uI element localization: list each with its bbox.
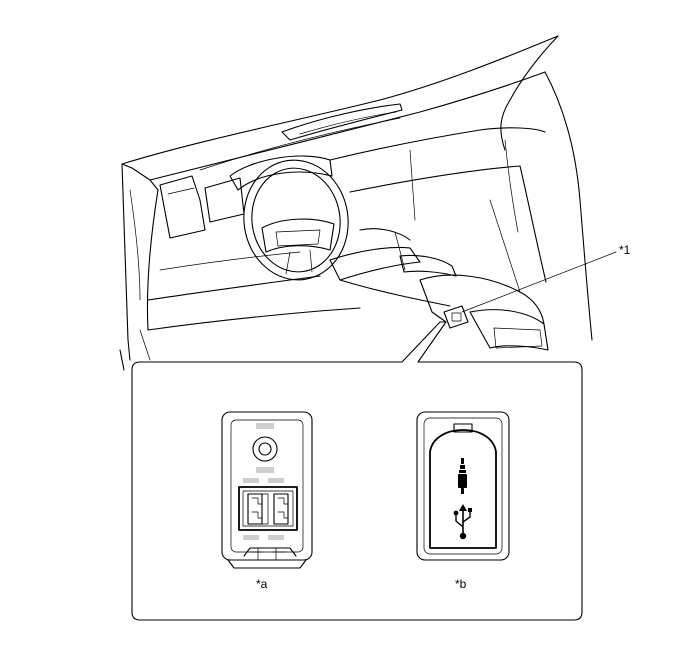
leader-line-1 [461, 251, 617, 313]
view-label-a: *a [256, 577, 268, 591]
audio-jack-icon [458, 458, 467, 494]
dashboard-outline [119, 35, 593, 371]
usb-ports [238, 486, 298, 531]
port-module-b [416, 411, 510, 561]
port-location-marker [443, 305, 469, 329]
steering-wheel [243, 159, 349, 281]
center-console [329, 228, 549, 351]
detail-frame [131, 321, 583, 621]
usb-icon [453, 504, 472, 540]
view-label-b: *b [455, 577, 467, 591]
aux-jack [252, 436, 278, 462]
callout-label-1: *1 [619, 243, 631, 257]
port-module-a [221, 411, 313, 569]
